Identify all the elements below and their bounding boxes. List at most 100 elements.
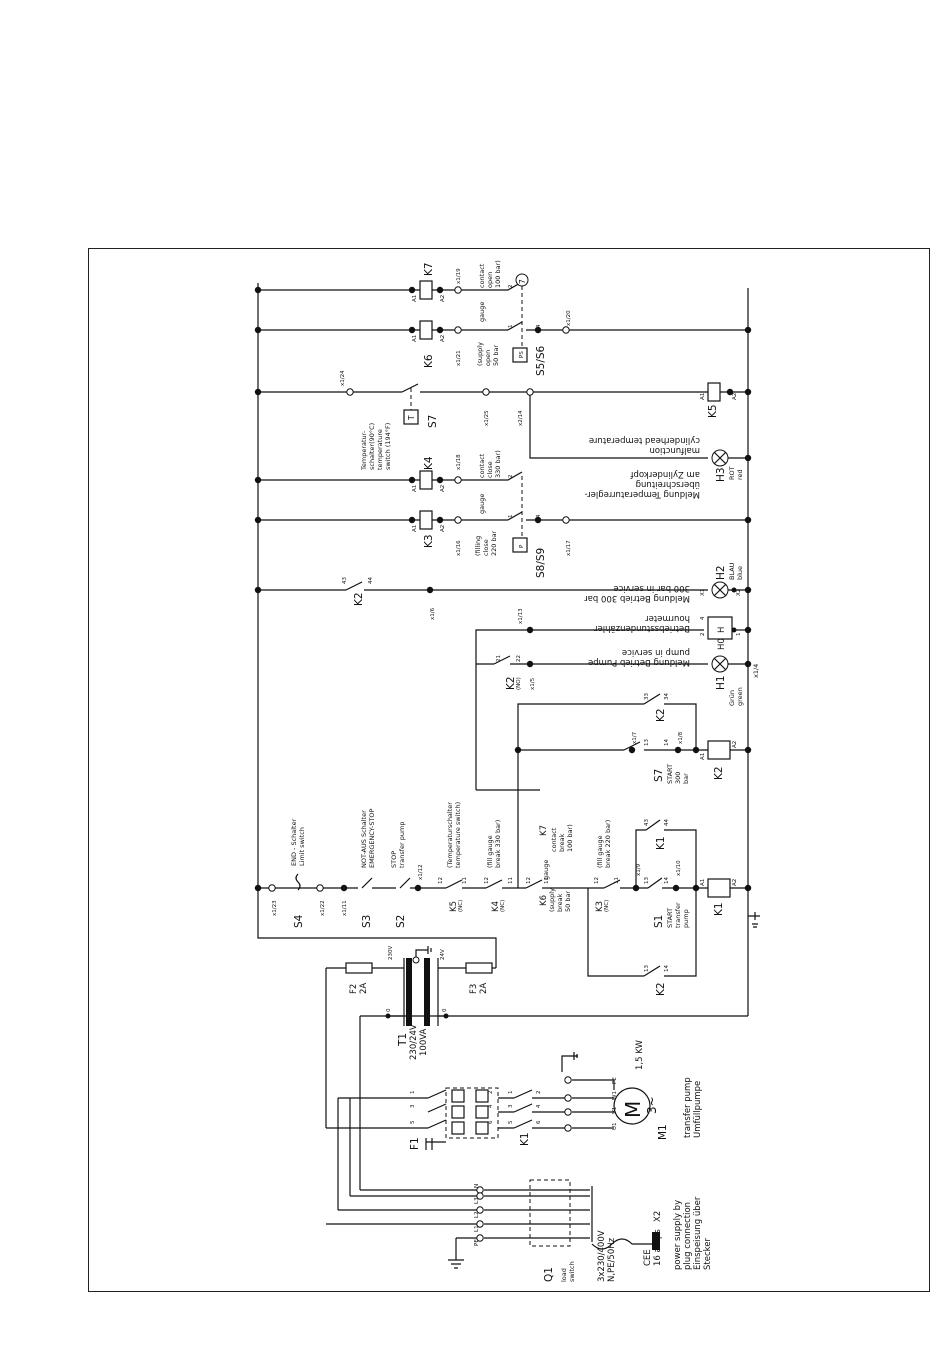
svg-text:break: break <box>556 893 564 912</box>
svg-text:3x230/400V: 3x230/400V <box>597 1230 607 1282</box>
svg-text:Meldung Temperaturregler-: Meldung Temperaturregler- <box>585 489 700 499</box>
svg-text:11: 11 <box>544 877 550 884</box>
svg-text:x1/25: x1/25 <box>484 410 490 426</box>
svg-text:0: 0 <box>386 1008 392 1012</box>
transformer-section <box>257 888 497 1190</box>
svg-text:gauge: gauge <box>478 302 486 322</box>
svg-text:13: 13 <box>644 965 650 972</box>
svg-text:(supply: (supply <box>476 342 484 366</box>
coil-k7 <box>419 280 433 300</box>
h2-label: H2 <box>715 565 727 580</box>
fuse-f3 <box>465 962 493 974</box>
svg-text:N,PE/50Hz: N,PE/50Hz <box>607 1237 617 1282</box>
svg-text:100 bar): 100 bar) <box>494 260 502 288</box>
svg-text:START: START <box>666 908 674 928</box>
svg-text:pump: pump <box>682 909 690 928</box>
svg-text:PE: PE <box>474 1239 480 1246</box>
k5-coil-label: K5 <box>707 404 719 418</box>
svg-text:PS: PS <box>519 351 525 358</box>
svg-text:(NC): (NC) <box>604 900 610 912</box>
svg-text:x1/13: x1/13 <box>518 608 524 624</box>
svg-text:14: 14 <box>664 739 670 746</box>
coil-k2 <box>707 740 731 760</box>
svg-text:12: 12 <box>594 877 600 884</box>
svg-text:überschreitung: überschreitung <box>636 479 700 489</box>
rung-k2 <box>514 693 752 888</box>
svg-text:0: 0 <box>442 1008 448 1012</box>
k1-power-label: K1 <box>519 1132 531 1146</box>
svg-text:300: 300 <box>674 772 682 784</box>
x2-label: X2 <box>653 1211 663 1222</box>
svg-text:END - Schalter: END - Schalter <box>290 818 298 866</box>
svg-text:L2: L2 <box>474 1211 480 1218</box>
svg-text:x1/4: x1/4 <box>752 664 760 678</box>
k2-no-label: K2 <box>505 676 517 690</box>
coil-k3 <box>419 510 433 530</box>
svg-text:temperature: temperature <box>376 429 384 470</box>
svg-text:x1/5: x1/5 <box>530 677 536 690</box>
s2-label: S2 <box>395 915 407 928</box>
rung-k3-k4 <box>254 470 752 553</box>
svg-text:x1/11: x1/11 <box>342 900 348 916</box>
svg-text:gauge: gauge <box>478 494 486 514</box>
svg-text:break 220 bar): break 220 bar) <box>604 820 612 868</box>
svg-text:3~: 3~ <box>645 1096 659 1114</box>
svg-text:V1: V1 <box>612 1107 618 1114</box>
svg-text:break: break <box>558 833 566 852</box>
s4-label: S4 <box>293 914 305 928</box>
svg-text:gauge: gauge <box>542 860 550 880</box>
svg-text:4: 4 <box>536 324 542 328</box>
svg-text:(fill gauge: (fill gauge <box>486 835 494 868</box>
thermo-switch-s7 <box>403 409 419 425</box>
svg-text:F2: F2 <box>349 984 359 994</box>
svg-text:2: 2 <box>700 633 706 637</box>
h0-label: H0 <box>717 638 727 650</box>
svg-text:14: 14 <box>664 877 670 884</box>
hourmeter-h0 <box>707 616 733 640</box>
pressure-switch-s5s6 <box>512 347 528 363</box>
h1-label: H1 <box>715 675 727 690</box>
svg-text:12: 12 <box>438 877 444 884</box>
svg-text:close: close <box>486 461 494 478</box>
svg-text:3: 3 <box>410 1104 416 1108</box>
k2-43-label: K2 <box>353 592 365 606</box>
k2-coil-label: K2 <box>713 766 725 780</box>
svg-text:H: H <box>717 627 727 633</box>
svg-text:1,5 KW: 1,5 KW <box>635 1040 645 1070</box>
k2-contact-label: K2 <box>655 982 667 996</box>
s1-label: S1 <box>653 915 665 928</box>
svg-text:contact: contact <box>550 827 558 852</box>
svg-text:x1/21: x1/21 <box>456 350 462 366</box>
svg-text:34: 34 <box>664 693 670 700</box>
svg-text:21: 21 <box>496 655 502 662</box>
svg-text:12: 12 <box>526 877 532 884</box>
svg-text:43: 43 <box>644 819 650 826</box>
svg-text:x1/18: x1/18 <box>456 454 462 470</box>
pressure-switch-s8s9 <box>512 537 528 553</box>
k2-hold-label: K2 <box>655 708 667 722</box>
svg-text:5: 5 <box>410 1120 416 1124</box>
motor-m1 <box>613 1087 651 1125</box>
svg-text:PE: PE <box>612 1077 618 1084</box>
svg-text:plug connection: plug connection <box>683 1202 693 1270</box>
svg-text:7: 7 <box>518 279 527 284</box>
svg-text:A1: A1 <box>700 753 706 760</box>
fuse-f2 <box>345 962 373 974</box>
svg-text:A2: A2 <box>440 295 446 302</box>
svg-text:power supply by: power supply by <box>673 1200 683 1270</box>
svg-text:blue: blue <box>736 566 744 580</box>
svg-text:Einspeisung über: Einspeisung über <box>693 1196 703 1270</box>
svg-text:N: N <box>474 1184 480 1188</box>
svg-text:33: 33 <box>644 693 650 700</box>
svg-text:switch: switch <box>568 1261 576 1282</box>
svg-text:100 bar): 100 bar) <box>566 824 574 852</box>
svg-text:(filling: (filling <box>474 536 482 556</box>
svg-text:11: 11 <box>462 877 468 884</box>
svg-text:STOP: STOP <box>390 851 398 868</box>
svg-text:x1/23: x1/23 <box>272 900 278 916</box>
svg-text:(supply: (supply <box>548 888 556 912</box>
svg-text:red: red <box>736 469 744 480</box>
coil-k5 <box>707 382 721 402</box>
svg-text:44: 44 <box>664 819 670 826</box>
svg-text:contact: contact <box>478 453 486 478</box>
